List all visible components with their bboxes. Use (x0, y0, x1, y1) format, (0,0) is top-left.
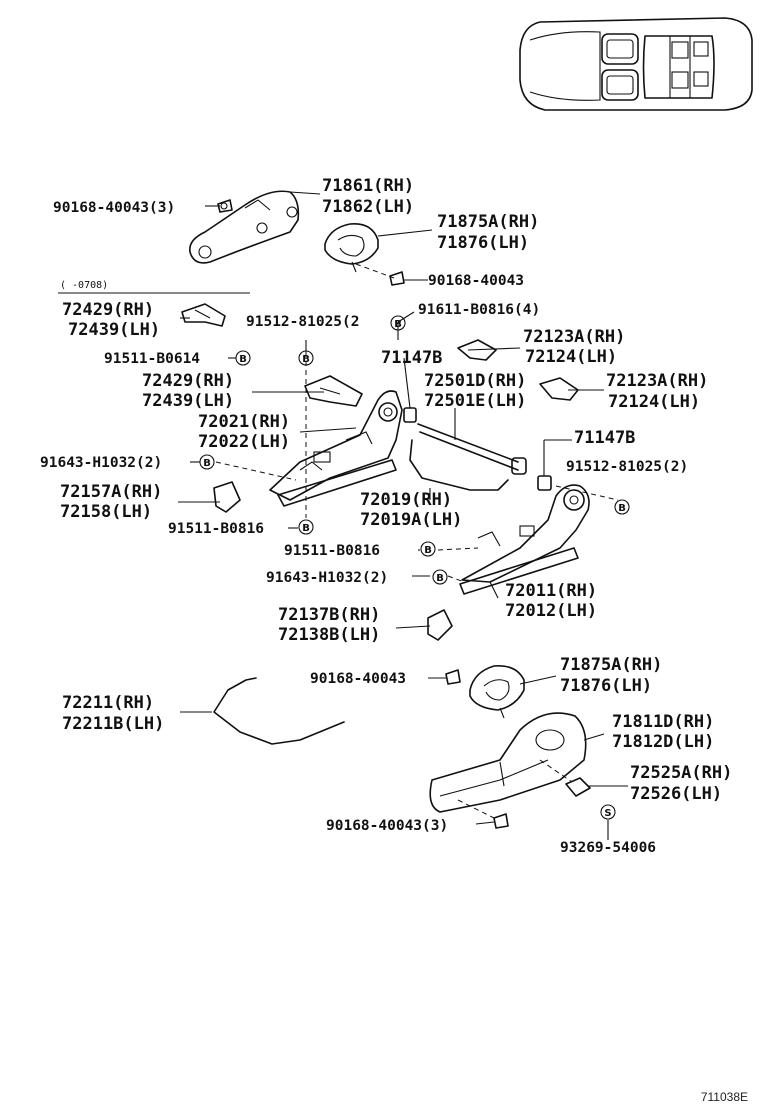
label-72021: 72021(RH) (198, 412, 290, 432)
label-72012: 72012(LH) (505, 601, 597, 621)
part-72123a-b (539, 377, 579, 401)
label-72429-mid: 72429(RH) (142, 371, 234, 391)
label-71862: 71862(LH) (322, 197, 414, 217)
label-72157a: 72157A(RH) (60, 482, 162, 502)
label-72158: 72158(LH) (60, 502, 152, 522)
label-72429-top: 72429(RH) (62, 300, 154, 320)
part-71147b-a (403, 407, 417, 423)
label-72123a-a: 72123A(RH) (523, 327, 625, 347)
part-71147b-b (537, 475, 552, 491)
marker-b-91512-a: B (298, 350, 314, 366)
svg-text:B: B (618, 503, 626, 514)
screw-90168-a (217, 199, 233, 213)
label-72526: 72526(LH) (630, 784, 722, 804)
label-91512-b: 91512-81025(2) (566, 459, 688, 475)
part-72021-left-track (269, 390, 403, 507)
label-90168-d: 90168-40043(3) (326, 818, 448, 834)
part-71875a-top (324, 223, 379, 273)
label-71876-top: 71876(LH) (437, 233, 529, 253)
marker-b-91511-b0614: B (235, 350, 251, 366)
svg-text:B: B (302, 523, 310, 534)
screw-90168-b (389, 271, 405, 286)
label-71875a-bottom: 71875A(RH) (560, 655, 662, 675)
part-72011-right-track (459, 484, 590, 595)
label-71861: 71861(RH) (322, 176, 414, 196)
diagram-id: 711038E (701, 1090, 748, 1104)
part-72019-wire (409, 439, 509, 491)
part-72123a-a (457, 339, 497, 361)
label-72124-b: 72124(LH) (608, 392, 700, 412)
label-90168-c: 90168-40043 (310, 671, 406, 687)
label-91511-b0816-b: 91511-B0816 (284, 543, 380, 559)
part-72525a-clip (565, 777, 591, 797)
part-71861-cover (188, 190, 300, 264)
part-72429-mid (304, 375, 363, 407)
label-72211: 72211(RH) (62, 693, 154, 713)
marker-b-91512-b: B (614, 499, 630, 515)
screw-90168-c (445, 669, 461, 685)
part-71811d-cover (429, 712, 587, 813)
label-91511-b0816-a: 91511-B0816 (168, 521, 264, 537)
svg-text:S: S (604, 808, 611, 819)
part-72157a-cover (213, 481, 241, 513)
marker-b-91511-b0816-b: B (420, 541, 436, 557)
label-72019a: 72019A(LH) (360, 510, 462, 530)
label-72439-top: 72439(LH) (68, 320, 160, 340)
svg-text:B: B (394, 319, 402, 330)
label-91643-b: 91643-H1032(2) (266, 570, 388, 586)
svg-text:B: B (424, 545, 432, 556)
marker-b-91643-b: B (432, 569, 448, 585)
label-91611: 91611-B0816(4) (418, 302, 540, 318)
marker-b-91511-b0816-a: B (298, 519, 314, 535)
label-72439-mid: 72439(LH) (142, 391, 234, 411)
label-72022: 72022(LH) (198, 432, 290, 452)
label-91511-b0614: 91511-B0614 (104, 351, 200, 367)
label-91643-a: 91643-H1032(2) (40, 455, 162, 471)
screw-90168-d (493, 813, 509, 829)
label-72124-a: 72124(LH) (525, 347, 617, 367)
marker-b-91643-a: B (199, 454, 215, 470)
marker-b-91611: B (390, 315, 406, 331)
marker-s-93269: S (600, 804, 616, 820)
part-72501d-bar (417, 423, 527, 475)
label-93269: 93269-54006 (560, 840, 656, 856)
label-72137b: 72137B(RH) (278, 605, 380, 625)
label-72123a-b: 72123A(RH) (606, 371, 708, 391)
part-72429-top (181, 303, 226, 327)
svg-text:B: B (302, 354, 310, 365)
label-71875a-top: 71875A(RH) (437, 212, 539, 232)
leader-lines (178, 191, 628, 840)
label-72501d: 72501D(RH) (424, 371, 526, 391)
part-72211-rod (213, 677, 345, 745)
label-72019: 72019(RH) (360, 490, 452, 510)
label-72211b: 72211B(LH) (62, 714, 164, 734)
svg-text:B: B (436, 573, 444, 584)
part-71875a-bottom (469, 664, 525, 719)
label-90168-a: 90168-40043(3) (53, 200, 175, 216)
label-72138b: 72138B(LH) (278, 625, 380, 645)
part-labels: 90168-40043(3) 71861(RH) 71862(LH) 71875… (40, 176, 732, 856)
label-71147b-a: 71147B (381, 348, 442, 368)
svg-text:B: B (239, 354, 247, 365)
label-72011: 72011(RH) (505, 581, 597, 601)
label-71811d: 71811D(RH) (612, 712, 714, 732)
svg-text:B: B (203, 458, 211, 469)
label-71147b-b: 71147B (574, 428, 635, 448)
label-91512-a: 91512-81025(2 (246, 314, 360, 330)
vehicle-location-inset (519, 17, 753, 111)
label-72525a: 72525A(RH) (630, 763, 732, 783)
label-71812d: 71812D(LH) (612, 732, 714, 752)
part-72137b-cover (427, 609, 453, 641)
label-72501e: 72501E(LH) (424, 391, 526, 411)
label-90168-b: 90168-40043 (428, 273, 524, 289)
label-71876-bottom: 71876(LH) (560, 676, 652, 696)
date-range-note: ( -0708) (60, 280, 108, 291)
